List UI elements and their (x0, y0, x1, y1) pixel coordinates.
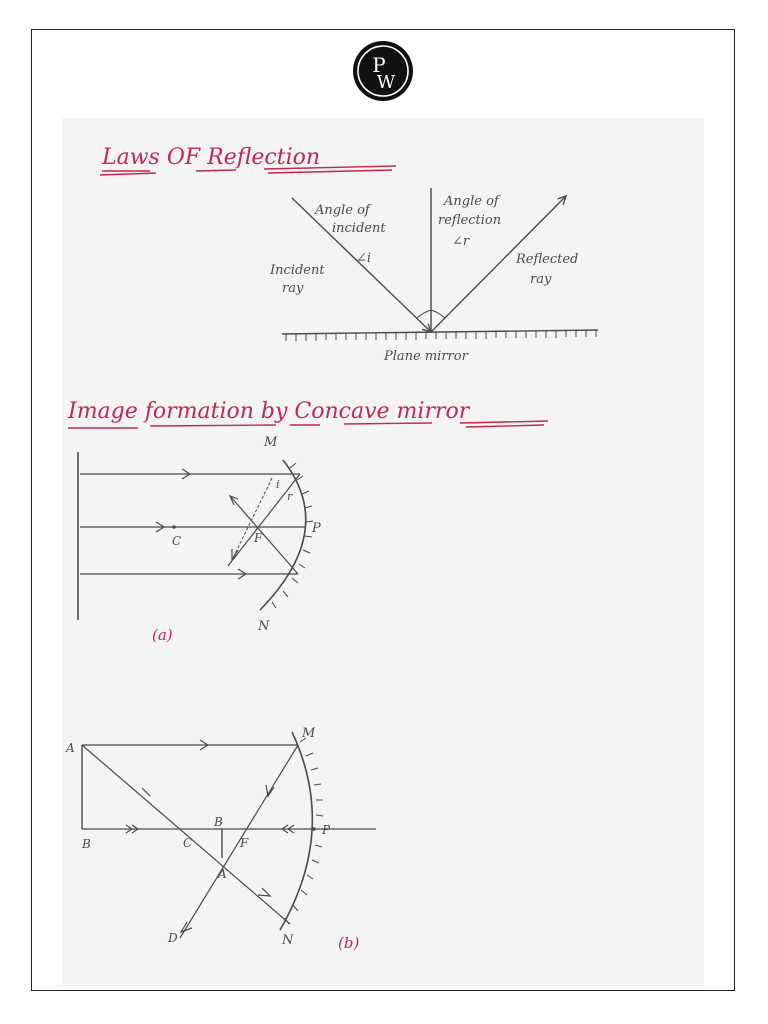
label-angle-of-reflection-3: ∠r (452, 234, 470, 249)
heading-text: Laws OF Reflection (101, 145, 320, 170)
fig-b-label-C: C (183, 836, 192, 850)
figure-b-concave-mirror: A B B A C F M N P D (b) (65, 726, 376, 952)
reflected-ray (430, 196, 566, 333)
logo-letter-p: P (372, 53, 385, 77)
fig-a-mirror-arc (259, 459, 307, 611)
fig-a-label-F: F (253, 531, 263, 545)
figure-a-concave-mirror: M N P C F i r (a) (77, 435, 321, 644)
label-angle-of-incident-2: incident (332, 221, 386, 236)
fig-b-mirror-arc (279, 731, 314, 931)
fig-a-label-i: i (276, 478, 280, 491)
plane-mirror-diagram: Angle of incident ∠i Angle of reflection… (269, 188, 599, 364)
fig-b-label-F: F (239, 836, 249, 850)
fig-a-label-P: P (311, 521, 321, 536)
fig-a-reflected-2 (229, 495, 299, 575)
fig-b-label-P: P (321, 823, 331, 837)
label-angle-of-reflection-2: reflection (438, 213, 501, 228)
label-angle-of-incident-1: Angle of (314, 203, 372, 218)
heading2-text: Image formation by Concave mirror (67, 399, 471, 424)
logo-letter-w: W (377, 72, 396, 93)
heading-image-formation: Image formation by Concave mirror (67, 399, 549, 429)
angle-r-arc (430, 309, 446, 319)
fig-b-caption: (b) (338, 934, 359, 952)
fig-b-label-M: M (301, 726, 316, 741)
fig-b-label-A: A (65, 741, 75, 755)
fig-a-caption: (a) (152, 626, 173, 644)
fig-b-ray-through-C (81, 744, 291, 925)
page-frame (31, 29, 735, 991)
fig-a-label-N: N (257, 619, 270, 634)
label-incident-ray-1: Incident (269, 263, 325, 278)
fig-b-label-D: D (167, 931, 178, 945)
heading-laws-of-reflection: Laws OF Reflection (99, 145, 397, 176)
fig-b-label-N: N (281, 933, 294, 948)
label-plane-mirror: Plane mirror (383, 349, 469, 364)
fig-b-mirror-hatching (284, 737, 324, 925)
angle-i-arc (416, 309, 432, 319)
notebook-paper (62, 118, 704, 986)
fig-a-reflected-1 (227, 473, 301, 567)
label-reflected-ray-2: ray (530, 272, 552, 287)
fig-b-label-B: B (81, 837, 91, 851)
mirror-hatching (285, 330, 597, 341)
fig-a-label-C: C (172, 534, 181, 548)
fig-b-ray-through-F (179, 744, 299, 939)
fig-b-label-B-prime: B (213, 815, 223, 829)
label-angle-of-incident-3: ∠i (356, 251, 371, 266)
label-reflected-ray-1: Reflected (515, 252, 578, 267)
fig-b-label-A-prime: A (217, 867, 227, 881)
incident-ray (291, 197, 431, 332)
label-angle-of-reflection-1: Angle of (443, 194, 501, 209)
plane-mirror-line (281, 329, 599, 335)
label-incident-ray-2: ray (282, 281, 304, 296)
pw-logo: P W (353, 41, 413, 101)
fig-a-label-M: M (263, 435, 278, 450)
fig-a-label-r: r (287, 490, 293, 503)
fig-a-mirror-hatching (271, 462, 314, 609)
